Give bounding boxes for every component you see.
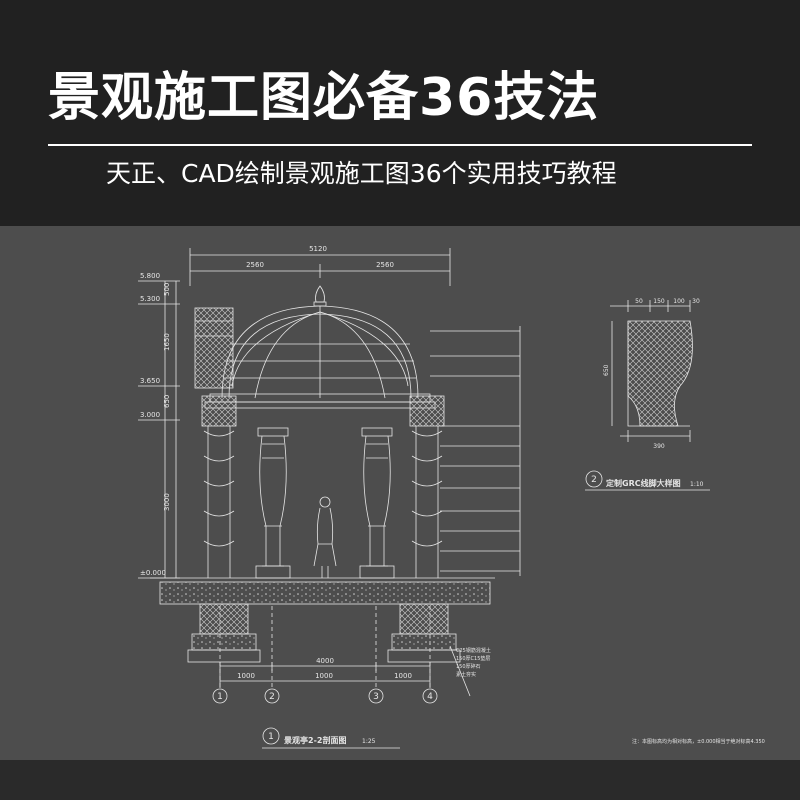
detail-caption: 定制GRC线脚大样图 [605,478,681,488]
footer-band [0,760,800,800]
section-caption-number: 1 [268,732,274,742]
section-caption: 景观亭2-2剖面图 [284,735,346,745]
dim-bottom: 1000 [237,672,255,680]
grid-axis-label: 4 [427,692,433,702]
detail-dim-side: 650 [603,364,610,376]
foundation-note: 150厚C15垫层 [456,655,490,662]
ground-slab [150,577,495,663]
dim-total-width: 5120 [309,245,327,253]
inner-column-right [359,427,395,579]
cad-drawing-panel: 5120 2560 2560 5.800 5.300 3.650 3.000 ±… [0,226,800,760]
grid-axis-label: 2 [269,692,275,702]
dim-bottom: 1000 [315,672,333,680]
inner-column-left [255,427,291,579]
roof-beam-hatch [194,307,234,389]
vertical-dim: 3000 [163,493,171,511]
vertical-dim: 650 [163,395,171,408]
elevation-label: 5.800 [140,272,160,280]
elevation-label: 3.000 [140,411,160,419]
grc-molding-detail [585,300,710,491]
detail-scale: 1:10 [690,481,704,488]
foundation-note: 150厚碎石 [456,663,481,670]
outer-column-left [201,395,237,578]
grid-axis-label: 3 [373,692,379,702]
section-caption-marker [262,727,280,745]
bottom-dimension-lines [212,606,438,704]
vertical-dim: 1650 [163,333,171,351]
detail-dim: 150 [653,298,665,305]
detail-dim-bottom: 390 [653,443,665,450]
page-subtitle: 天正、CAD绘制景观施工图36个实用技巧教程 [106,159,617,188]
header-banner: 景观施工图必备36技法 天正、CAD绘制景观施工图36个实用技巧教程 [0,0,800,226]
elevation-label: 3.650 [140,377,160,385]
foundation-note: C25钢筋混凝土 [456,647,491,654]
dim-bottom: 1000 [394,672,412,680]
elevation-label: ±0.000 [140,569,166,577]
page-title: 景观施工图必备36技法 [48,68,600,128]
top-dimension-lines [189,248,451,286]
detail-dim: 50 [635,298,643,305]
elevation-note: 注：本图标高均为相对标高，±0.000相当于绝对标高4.350 [632,738,765,745]
elevation-label: 5.300 [140,295,160,303]
cad-drawing: 5120 2560 2560 5.800 5.300 3.650 3.000 ±… [138,245,765,749]
detail-dim: 30 [692,298,700,305]
section-scale: 1:25 [362,738,376,745]
dim-half-width-right: 2560 [376,261,394,269]
dim-bottom-total: 4000 [316,657,334,665]
left-elevation-axis [138,280,180,579]
outer-column-right [409,395,445,578]
human-figure [313,496,337,578]
annotation-leaders [430,326,521,697]
vertical-dim: 500 [163,283,171,296]
detail-caption-marker [585,470,603,488]
detail-caption-number: 2 [591,475,597,485]
foundation-note: 素土夯实 [456,671,476,678]
dome-roof [204,285,436,409]
grid-axis-label: 1 [217,692,223,702]
dim-half-width-left: 2560 [246,261,264,269]
detail-dim: 100 [673,298,685,305]
title-divider [48,144,752,146]
